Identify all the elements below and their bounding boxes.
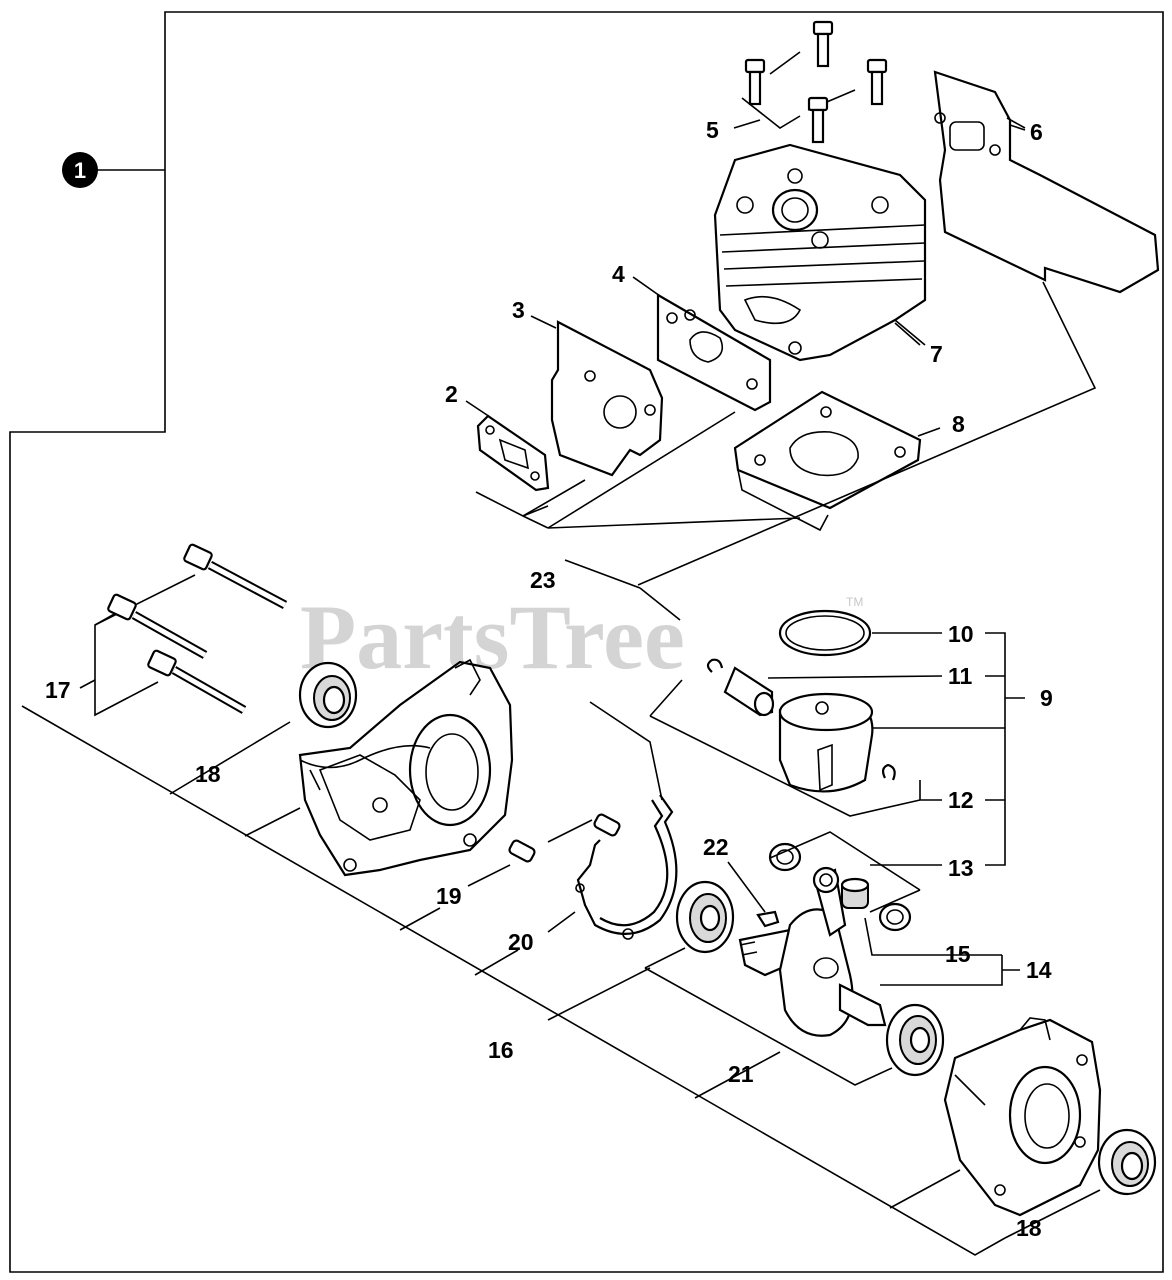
part-16-crankcase-left[interactable] bbox=[298, 658, 514, 877]
callout-6: 6 bbox=[1030, 119, 1043, 145]
part-3-insulator[interactable] bbox=[550, 320, 664, 477]
part-11-piston-pin[interactable] bbox=[706, 658, 943, 717]
watermark-tm: TM bbox=[846, 595, 863, 609]
part-19-dowel-pins[interactable] bbox=[467, 813, 621, 887]
callout-2: 2 bbox=[445, 381, 458, 407]
callout-8: 8 bbox=[952, 411, 965, 437]
callout-14: 14 bbox=[1026, 957, 1052, 983]
part-14-crankshaft[interactable] bbox=[738, 866, 1020, 1037]
assembly-marker-label: 1 bbox=[74, 158, 86, 183]
part-20-gasket[interactable] bbox=[547, 794, 678, 940]
kit-16-lines bbox=[21, 705, 1101, 1256]
part-17-bolts[interactable] bbox=[79, 543, 288, 717]
callout-5: 5 bbox=[706, 117, 719, 143]
callout-16: 16 bbox=[488, 1037, 514, 1063]
callout-15: 15 bbox=[945, 941, 971, 967]
callout-18-upper: 18 bbox=[195, 761, 221, 787]
kit-23-link bbox=[589, 701, 663, 801]
callout-3: 3 bbox=[512, 297, 525, 323]
callout-23: 23 bbox=[530, 567, 556, 593]
callout-9: 9 bbox=[1040, 685, 1053, 711]
callout-labels: 2 3 4 5 6 7 8 9 10 11 12 13 14 15 16 17 … bbox=[45, 117, 1053, 1241]
part-7-cylinder[interactable] bbox=[713, 143, 927, 362]
callout-21: 21 bbox=[728, 1061, 754, 1087]
assembly-marker[interactable]: 1 bbox=[62, 152, 165, 188]
callout-18-lower: 18 bbox=[1016, 1215, 1042, 1241]
callout-17: 17 bbox=[45, 677, 71, 703]
part-18-seal-lower[interactable] bbox=[1097, 1128, 1157, 1196]
callout-19: 19 bbox=[436, 883, 462, 909]
part-12-piston[interactable] bbox=[649, 679, 1005, 817]
callout-7: 7 bbox=[930, 341, 943, 367]
part-4-gasket[interactable] bbox=[656, 293, 772, 412]
kit-23-lines bbox=[475, 281, 1097, 621]
part-2-small-gasket[interactable] bbox=[476, 414, 550, 492]
callout-22: 22 bbox=[703, 834, 729, 860]
callout-13: 13 bbox=[948, 855, 974, 881]
leader-lines bbox=[465, 117, 1026, 437]
part-6-heat-shield[interactable] bbox=[933, 70, 1160, 294]
part-18-seal-upper[interactable] bbox=[298, 661, 358, 729]
part-22-key[interactable] bbox=[727, 861, 780, 928]
assembly-frame bbox=[9, 11, 1164, 1273]
callout-4: 4 bbox=[612, 261, 625, 287]
part-10-piston-ring[interactable] bbox=[778, 609, 942, 657]
part-13-conrod-bearings[interactable] bbox=[768, 831, 921, 932]
part-21-bearings[interactable] bbox=[644, 880, 945, 1099]
part-8-base-gasket[interactable] bbox=[733, 390, 922, 532]
callout-20: 20 bbox=[508, 929, 534, 955]
callout-12: 12 bbox=[948, 787, 974, 813]
part-16-crankcase-right[interactable] bbox=[943, 1017, 1102, 1217]
callout-10: 10 bbox=[948, 621, 974, 647]
part-5-bolts[interactable] bbox=[733, 20, 888, 144]
callout-11: 11 bbox=[948, 663, 973, 689]
